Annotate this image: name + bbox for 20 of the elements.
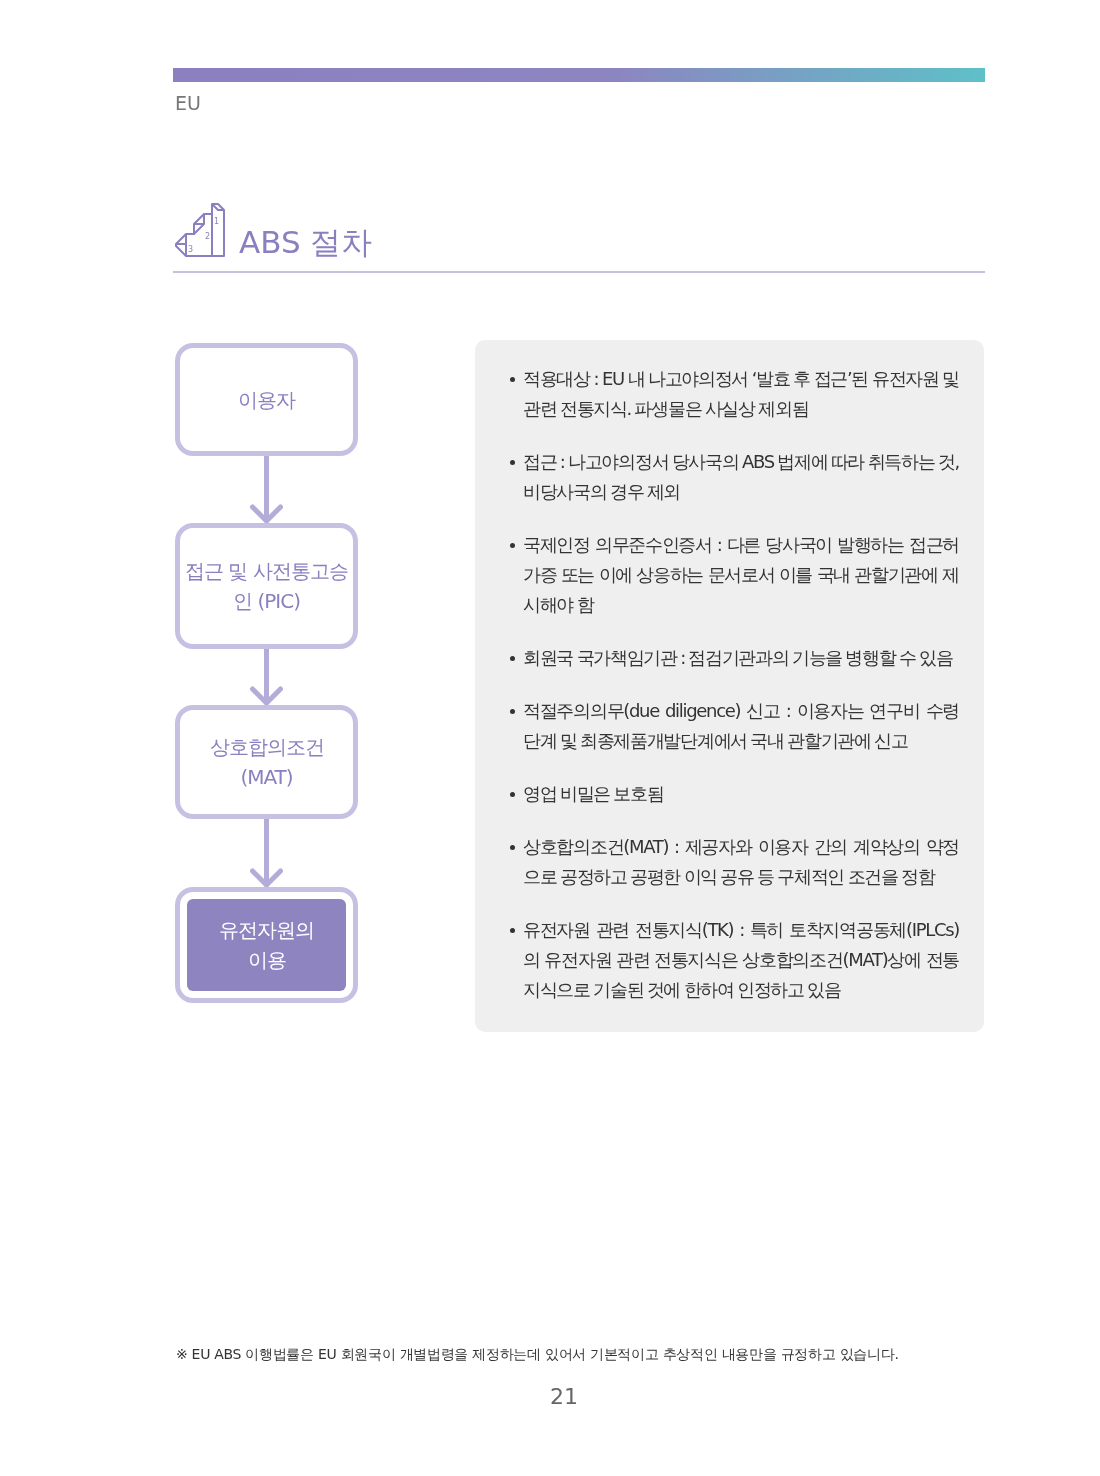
bullet-text: 영업 비밀은 보호됨 xyxy=(523,783,664,804)
bullet-text: 적용대상 : EU 내 나고야의정서 ‘발효 후 접근’된 유전자원 및 관련 전통지식. 파생물은 사실상 제외됨 xyxy=(523,368,959,419)
bullet-text: 국제인정 의무준수인증서 : 다른 당사국이 발행하는 접근허가증 또는 이에 상응하는 문서로서 이를 국내 관할기관에 제시해야 함 xyxy=(523,534,959,615)
process-box: 상호합의조건 (MAT) xyxy=(175,705,358,819)
bullet-text: 유전자원 관련 전통지식(TK) : 특히 토착지역공동체(IPLCs)의 유전자원 관련 전통지식은 상호합의조건(MAT)상에 전통지식으로 기술된 것에 한하여 인정하고 있음 xyxy=(523,919,959,1000)
step-number: 3 xyxy=(188,246,194,254)
bullet-text: 상호합의조건(MAT) : 제공자와 이용자 간의 계약상의 약정으로 공정하고 공평한 이익 공유 등 구체적인 조건을 정함 xyxy=(523,836,959,887)
process-box: 접근 및 사전통고승인 (PIC) xyxy=(175,523,358,649)
bullet-text: 적절주의의무(due diligence) 신고 : 이용자는 연구비 수령단계 및 최종제품개발단계에서 국내 관할기관에 신고 xyxy=(523,700,959,751)
info-panel xyxy=(475,340,984,1032)
step-number: 2 xyxy=(205,233,211,241)
step-number: 1 xyxy=(214,218,220,226)
footnote: ※ EU ABS 이행법률은 EU 회원국이 개별법령을 제정하는데 있어서 기본적이고 추상적인 내용만을 규정하고 있습니다. xyxy=(176,1346,899,1364)
bullet-text: 회원국 국가책임기관 : 점검기관과의 기능을 병행할 수 있음 xyxy=(523,647,953,668)
section-label: EU xyxy=(175,92,201,114)
bullet-text: 접근 : 나고야의정서 당사국의 ABS 법제에 따라 취득하는 것, 비당사국의 경우 제외 xyxy=(523,451,959,502)
section-title: ABS 절차 xyxy=(239,223,373,262)
result-box: 유전자원의 이용 xyxy=(175,887,358,1003)
page-number: 21 xyxy=(549,1384,579,1409)
process-box: 이용자 xyxy=(175,343,358,456)
